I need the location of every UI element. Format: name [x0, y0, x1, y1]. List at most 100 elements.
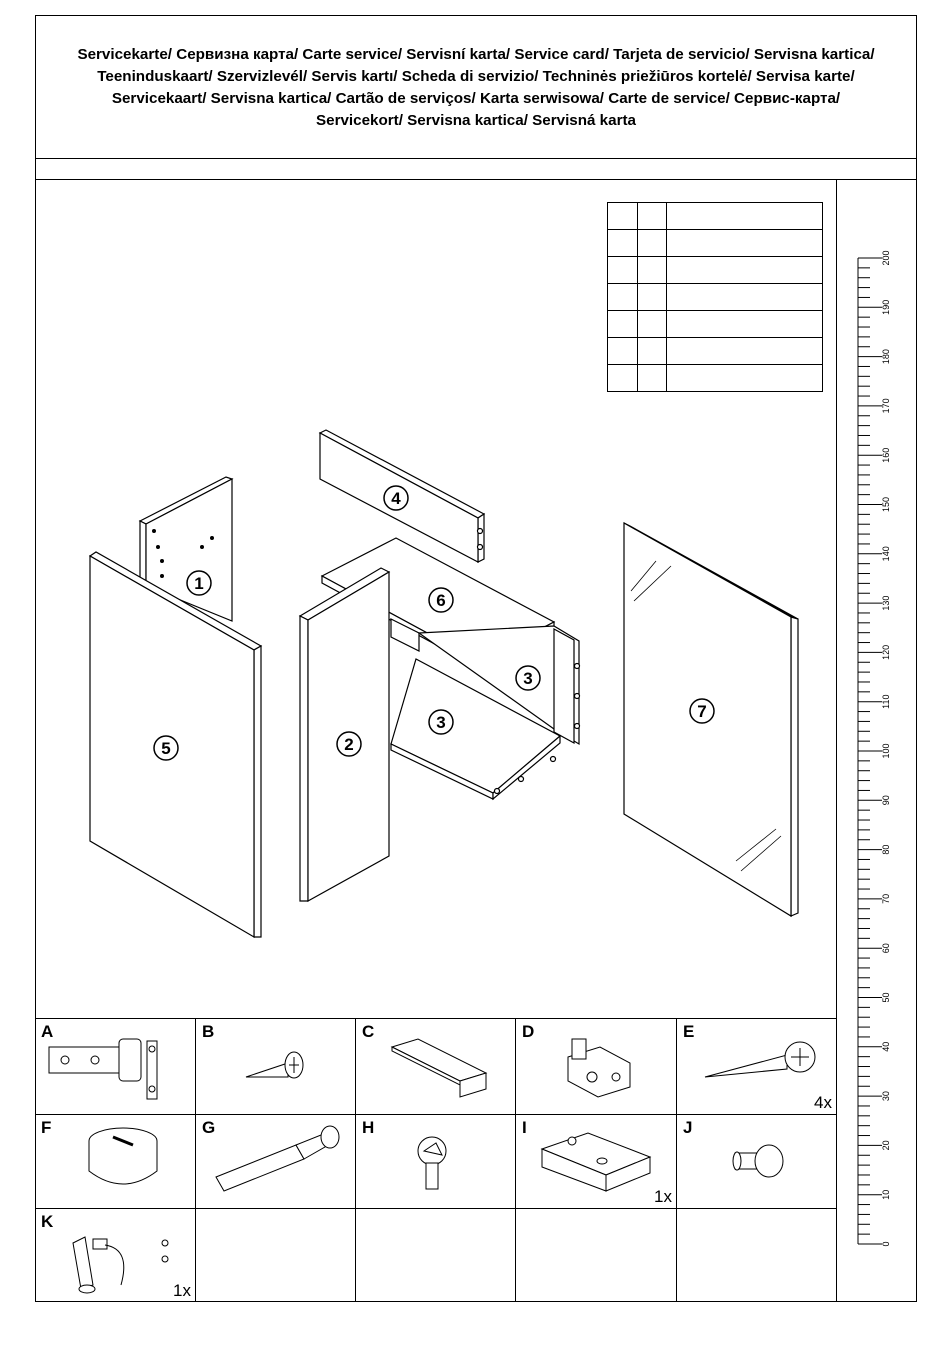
svg-text:6: 6 [436, 591, 445, 610]
hardware-cell-d: D [516, 1018, 677, 1114]
parts-table-row [607, 364, 823, 392]
parts-table-cell [666, 364, 823, 392]
lamp-icon [72, 1236, 169, 1294]
hardware-cell-i: I 1x [516, 1114, 677, 1208]
parts-table-cell [666, 202, 823, 230]
ruler-label: 60 [881, 943, 891, 953]
page-title: Servicekarte/ Сервизна карта/ Carte serv… [77, 46, 875, 129]
knob-icon [732, 1144, 784, 1178]
svg-text:5: 5 [161, 739, 170, 758]
callout-right-side-panel: 2 [336, 731, 362, 757]
hardware-cell-g: G [196, 1114, 356, 1208]
hardware-quantity: 1x [654, 1187, 672, 1206]
ruler-label: 100 [881, 743, 891, 758]
hardware-letter: G [202, 1118, 216, 1137]
ruler-label: 30 [881, 1091, 891, 1101]
hardware-quantity: 1x [173, 1281, 191, 1300]
ruler-label: 10 [881, 1190, 891, 1200]
hardware-cell-empty [196, 1208, 356, 1302]
callout-shelf-top: 3 [515, 665, 541, 691]
hardware-cell-b: B [196, 1018, 356, 1114]
parts-table-cell [666, 337, 823, 365]
screw-icon [245, 1051, 304, 1079]
ruler-label: 160 [881, 448, 891, 463]
hardware-letter: D [522, 1022, 535, 1041]
parts-table-cell [666, 229, 823, 257]
callout-back-rail: 4 [383, 485, 409, 511]
ruler-label: 110 [881, 695, 891, 709]
bracket-icon [567, 1038, 631, 1098]
parts-table [607, 202, 823, 392]
parts-table-row [607, 310, 823, 338]
ruler-label: 50 [881, 992, 891, 1002]
hardware-cell-h: H [356, 1114, 516, 1208]
hardware-letter: B [202, 1022, 215, 1041]
hardware-cell-j: J [677, 1114, 837, 1208]
parts-table-cell [607, 256, 638, 284]
hardware-letter: C [362, 1022, 375, 1041]
ruler-label: 180 [881, 349, 891, 364]
ruler-label: 140 [881, 546, 891, 561]
shelf-pin-icon [417, 1136, 447, 1190]
shelf-3-upper [390, 618, 581, 746]
header-box: Servicekarte/ Сервизна карта/ Carte serv… [35, 15, 917, 159]
ruler-label: 80 [881, 845, 891, 855]
svg-text:2: 2 [344, 735, 353, 754]
parts-table-cell [666, 256, 823, 284]
hinge-icon [48, 1038, 158, 1100]
ruler-label: 90 [881, 795, 891, 805]
cam-lock-icon [88, 1127, 158, 1185]
height-ruler: 0102030405060708090100110120130140150160… [857, 250, 891, 1247]
header-divider-row [35, 159, 917, 180]
parts-table-cell [666, 310, 823, 338]
ruler-label: 0 [881, 1241, 891, 1246]
hardware-letter: E [683, 1022, 695, 1041]
hardware-letter: A [41, 1022, 54, 1041]
svg-text:3: 3 [523, 669, 532, 688]
ruler-label: 200 [881, 250, 891, 265]
ruler-label: 40 [881, 1042, 891, 1052]
ruler-label: 150 [881, 497, 891, 512]
hardware-letter: K [41, 1212, 54, 1231]
ruler-label: 170 [881, 398, 891, 413]
callout-left-side-panel: 1 [186, 570, 212, 596]
callout-top-panel: 6 [428, 587, 454, 613]
assembly-drawing: 1 2 3 3 4 5 6 7 [88, 429, 799, 939]
hardware-cell-e: E 4x [677, 1018, 837, 1114]
ruler-label: 70 [881, 894, 891, 904]
callout-door-panel: 5 [153, 735, 179, 761]
svg-text:1: 1 [194, 574, 203, 593]
svg-text:7: 7 [697, 702, 706, 721]
hardware-letter: J [683, 1118, 693, 1137]
hardware-letter: F [41, 1118, 52, 1137]
ruler-label: 190 [881, 300, 891, 315]
ruler-label: 20 [881, 1140, 891, 1150]
shelf-3-lower [390, 658, 562, 801]
hardware-letter: I [522, 1118, 527, 1137]
hardware-cell-a: A [35, 1018, 196, 1114]
ruler-column-divider [836, 180, 837, 1302]
callout-shelf-bottom: 3 [428, 709, 454, 735]
parts-table-cell [607, 364, 638, 392]
hardware-cell-empty [677, 1208, 837, 1302]
hardware-cell-f: F [35, 1114, 196, 1208]
hardware-quantity: 4x [814, 1093, 832, 1112]
rail-icon [390, 1038, 488, 1098]
cam-bolt-icon [215, 1125, 340, 1192]
hardware-cell-empty [516, 1208, 677, 1302]
hardware-cell-empty [356, 1208, 516, 1302]
main-frame [35, 180, 917, 1302]
ruler-label: 120 [881, 645, 891, 660]
parts-table-row [607, 202, 823, 230]
parts-table-cell [607, 337, 638, 365]
wood-screw-icon [704, 1041, 816, 1078]
hardware-cell-k: K 1x [35, 1208, 196, 1302]
hardware-letter: H [362, 1118, 375, 1137]
parts-table-row [607, 256, 823, 284]
parts-table-row [607, 229, 823, 257]
parts-table-row [607, 283, 823, 311]
svg-text:3: 3 [436, 713, 445, 732]
svg-text:4: 4 [391, 489, 401, 508]
parts-table-row [607, 337, 823, 365]
